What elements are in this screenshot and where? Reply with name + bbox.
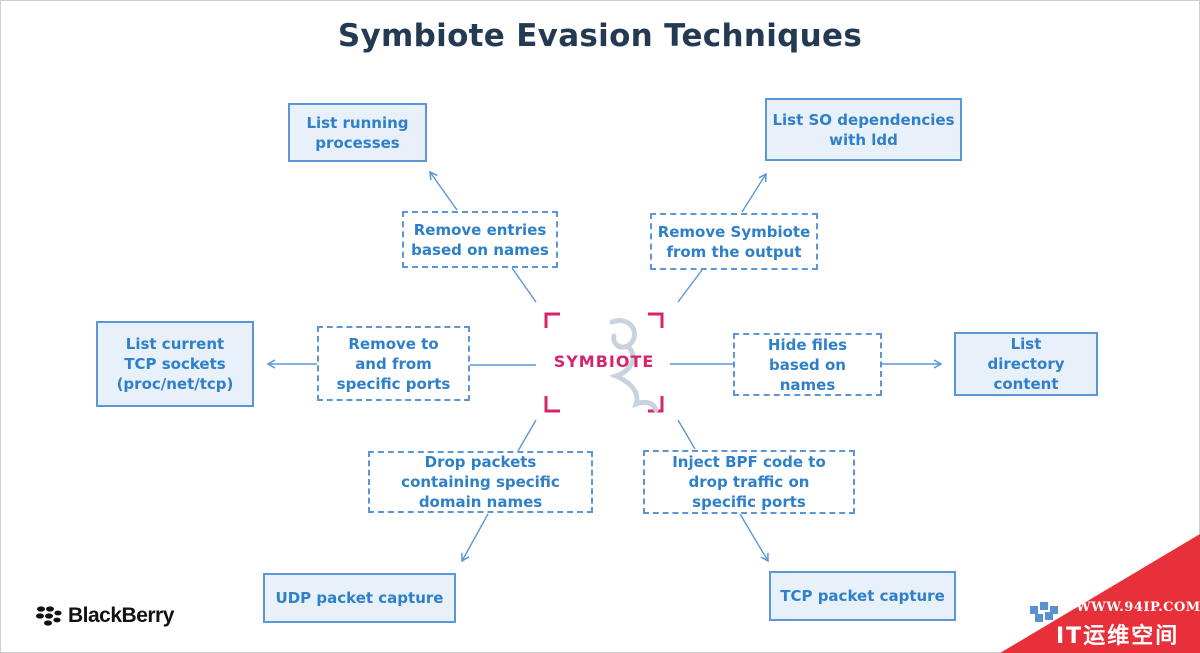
node-remove-symbiote-output: Remove Symbiote from the output	[650, 213, 818, 270]
node-udp-capture: UDP packet capture	[263, 573, 456, 623]
arrow-to-list-so-deps	[741, 172, 767, 213]
node-list-running-processes: List running processes	[288, 103, 427, 162]
blackberry-logo: BlackBerry	[36, 602, 174, 630]
line-center-to-drop-packets	[517, 419, 537, 452]
symbiote-logo	[544, 312, 664, 413]
node-tcp-capture: TCP packet capture	[769, 571, 956, 621]
arrow-to-tcp-capture	[739, 513, 769, 563]
diagram-title: Symbiote Evasion Techniques	[337, 18, 863, 54]
line-center-to-inject-bpf	[677, 419, 696, 450]
node-drop-packets: Drop packets containing specific domain …	[368, 451, 593, 513]
symbiote-label: SYMBIOTE	[553, 352, 655, 371]
blackberry-icon	[36, 606, 62, 626]
blackberry-wordmark: BlackBerry	[68, 604, 174, 627]
node-list-directory: List directory content	[954, 332, 1098, 396]
arrow-to-list-running-processes	[429, 170, 458, 211]
line-center-to-remove-symbiote	[677, 269, 703, 303]
node-hide-files: Hide files based on names	[733, 333, 882, 396]
watermark-name: IT运维空间	[1056, 624, 1180, 649]
node-list-tcp-sockets: List current TCP sockets (proc/net/tcp)	[96, 321, 254, 407]
node-inject-bpf: Inject BPF code to drop traffic on speci…	[643, 450, 855, 514]
node-remove-entries: Remove entries based on names	[402, 211, 558, 268]
symbiote-glyph	[608, 318, 659, 413]
line-center-to-remove-entries	[511, 267, 537, 303]
watermark-url: WWW.94IP.COM	[1076, 600, 1200, 615]
node-list-so-dependencies: List SO dependencies with ldd	[765, 98, 962, 161]
node-remove-ports: Remove to and from specific ports	[317, 326, 470, 401]
arrow-to-udp-capture	[461, 513, 489, 563]
